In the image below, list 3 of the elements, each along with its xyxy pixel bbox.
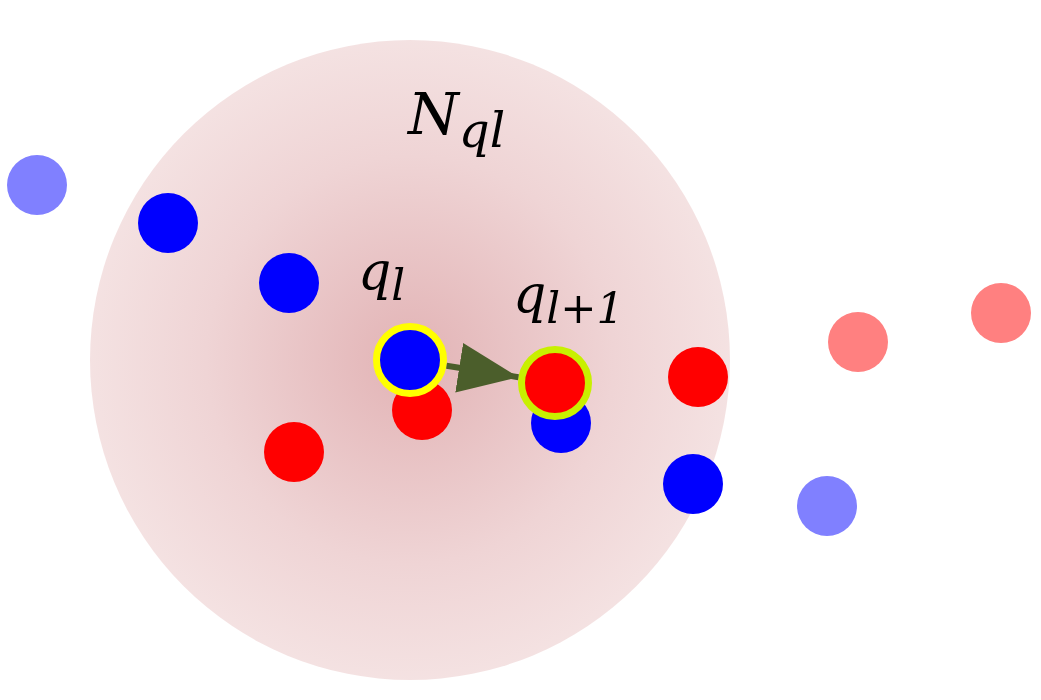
point-label: q$_{l}$: [358, 245, 406, 308]
point-label: q$_{l+1}$: [513, 268, 625, 331]
arrow: [446, 343, 519, 393]
